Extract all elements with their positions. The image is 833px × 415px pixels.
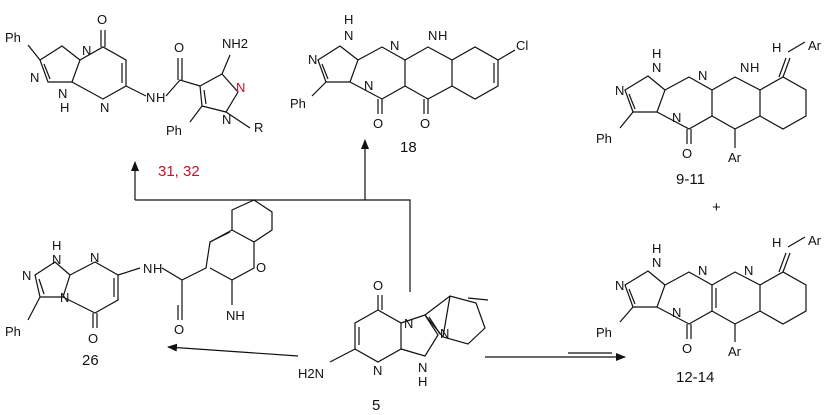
atom-H: H bbox=[52, 238, 61, 253]
compound-5: O N N N H N H2N 5 bbox=[298, 278, 489, 414]
atom-H: H bbox=[344, 12, 353, 27]
atom-H: H bbox=[153, 261, 162, 276]
atom-Ar: Ar bbox=[808, 233, 822, 248]
atom-H: H bbox=[772, 235, 781, 250]
atom-O: O bbox=[88, 331, 98, 346]
compound-26: H N N N N O Ph N H O O NH 26 bbox=[5, 199, 273, 369]
atom-N: N bbox=[100, 100, 109, 115]
atom-N: N bbox=[698, 263, 707, 278]
compound-18: H N N N N N H Cl Ph O O 18 bbox=[290, 12, 528, 156]
atom-N: N bbox=[390, 38, 399, 53]
atom-N: N bbox=[90, 250, 99, 265]
atom-O: O bbox=[682, 341, 692, 356]
compound-label: 12-14 bbox=[676, 369, 714, 386]
atom-Ar: Ar bbox=[728, 150, 742, 165]
atom-Ph: Ph bbox=[166, 123, 182, 138]
compound-label: 5 bbox=[372, 397, 380, 414]
atom-N: N bbox=[52, 252, 61, 267]
compound-label: 9-11 bbox=[676, 171, 705, 188]
compound-9-11: H Ar H N N N N N H Ph O Ar 9-11 bbox=[596, 38, 822, 188]
atom-N: N bbox=[615, 278, 624, 293]
atom-Ph: Ph bbox=[5, 30, 21, 45]
atom-N: N bbox=[652, 255, 661, 270]
atom-N: N bbox=[82, 43, 91, 58]
atom-NH2: NH2 bbox=[222, 36, 248, 51]
atom-H: H bbox=[652, 241, 661, 256]
compound-12-14: H Ar H N N N N N Ph O Ar 12-14 bbox=[596, 233, 822, 386]
atom-O: O bbox=[97, 12, 107, 27]
reaction-arrows bbox=[131, 139, 626, 361]
atom-Cl: Cl bbox=[516, 38, 528, 53]
atom-N: N bbox=[740, 60, 749, 75]
atom-O: O bbox=[682, 146, 692, 161]
atom-H: H bbox=[418, 374, 427, 389]
atom-O: O bbox=[174, 40, 184, 55]
atom-O: O bbox=[174, 322, 184, 337]
atom-N: N bbox=[236, 80, 245, 95]
atom-O: O bbox=[373, 116, 383, 131]
atom-Ph: Ph bbox=[290, 96, 306, 111]
atom-N: N bbox=[615, 83, 624, 98]
atom-N: N bbox=[146, 90, 155, 105]
atom-Ph: Ph bbox=[5, 324, 21, 339]
atom-N: N bbox=[58, 86, 67, 101]
condition-31-32: 31, 32 bbox=[158, 163, 200, 180]
atom-N: N bbox=[418, 360, 427, 375]
atom-N: N bbox=[143, 261, 152, 276]
atom-N: N bbox=[652, 60, 661, 75]
atom-O: O bbox=[420, 116, 430, 131]
atom-Ar: Ar bbox=[728, 344, 742, 359]
atom-N: N bbox=[30, 70, 39, 85]
atom-N: N bbox=[672, 110, 681, 125]
atom-N: N bbox=[404, 316, 413, 331]
atom-N: N bbox=[364, 78, 373, 93]
atom-N: N bbox=[698, 68, 707, 83]
atom-N: N bbox=[60, 290, 69, 305]
atom-Ph: Ph bbox=[596, 325, 612, 340]
atom-H: H bbox=[750, 60, 759, 75]
branch-vertical-line bbox=[135, 199, 411, 292]
atom-H: H bbox=[652, 46, 661, 61]
atom-H: H bbox=[156, 90, 165, 105]
arrow-to-26 bbox=[167, 343, 299, 357]
atom-N: N bbox=[222, 112, 231, 127]
atom-NH: NH bbox=[226, 308, 245, 323]
atom-N: N bbox=[672, 305, 681, 320]
atom-Ph: Ph bbox=[596, 131, 612, 146]
atom-R: R bbox=[254, 120, 263, 135]
atom-N: N bbox=[373, 363, 382, 378]
atom-N: N bbox=[440, 326, 449, 341]
atom-N: N bbox=[428, 28, 437, 43]
atom-N: N bbox=[22, 268, 31, 283]
plus-sign: + bbox=[712, 199, 721, 216]
atom-H: H bbox=[438, 28, 447, 43]
atom-N: N bbox=[344, 28, 353, 43]
compound-label: 26 bbox=[82, 352, 99, 369]
atom-H: H bbox=[772, 40, 781, 55]
atom-Ar: Ar bbox=[808, 38, 822, 53]
atom-O: O bbox=[373, 278, 383, 293]
compound-label: 18 bbox=[400, 139, 417, 156]
atom-O: O bbox=[256, 260, 266, 275]
atom-H: H bbox=[60, 100, 69, 115]
atom-H2N: H2N bbox=[298, 366, 324, 381]
atom-N: N bbox=[308, 52, 317, 67]
compound-31-32: Ph O N N N N H N H O NH2 Ph N N R bbox=[5, 12, 263, 138]
atom-N: N bbox=[744, 263, 753, 278]
